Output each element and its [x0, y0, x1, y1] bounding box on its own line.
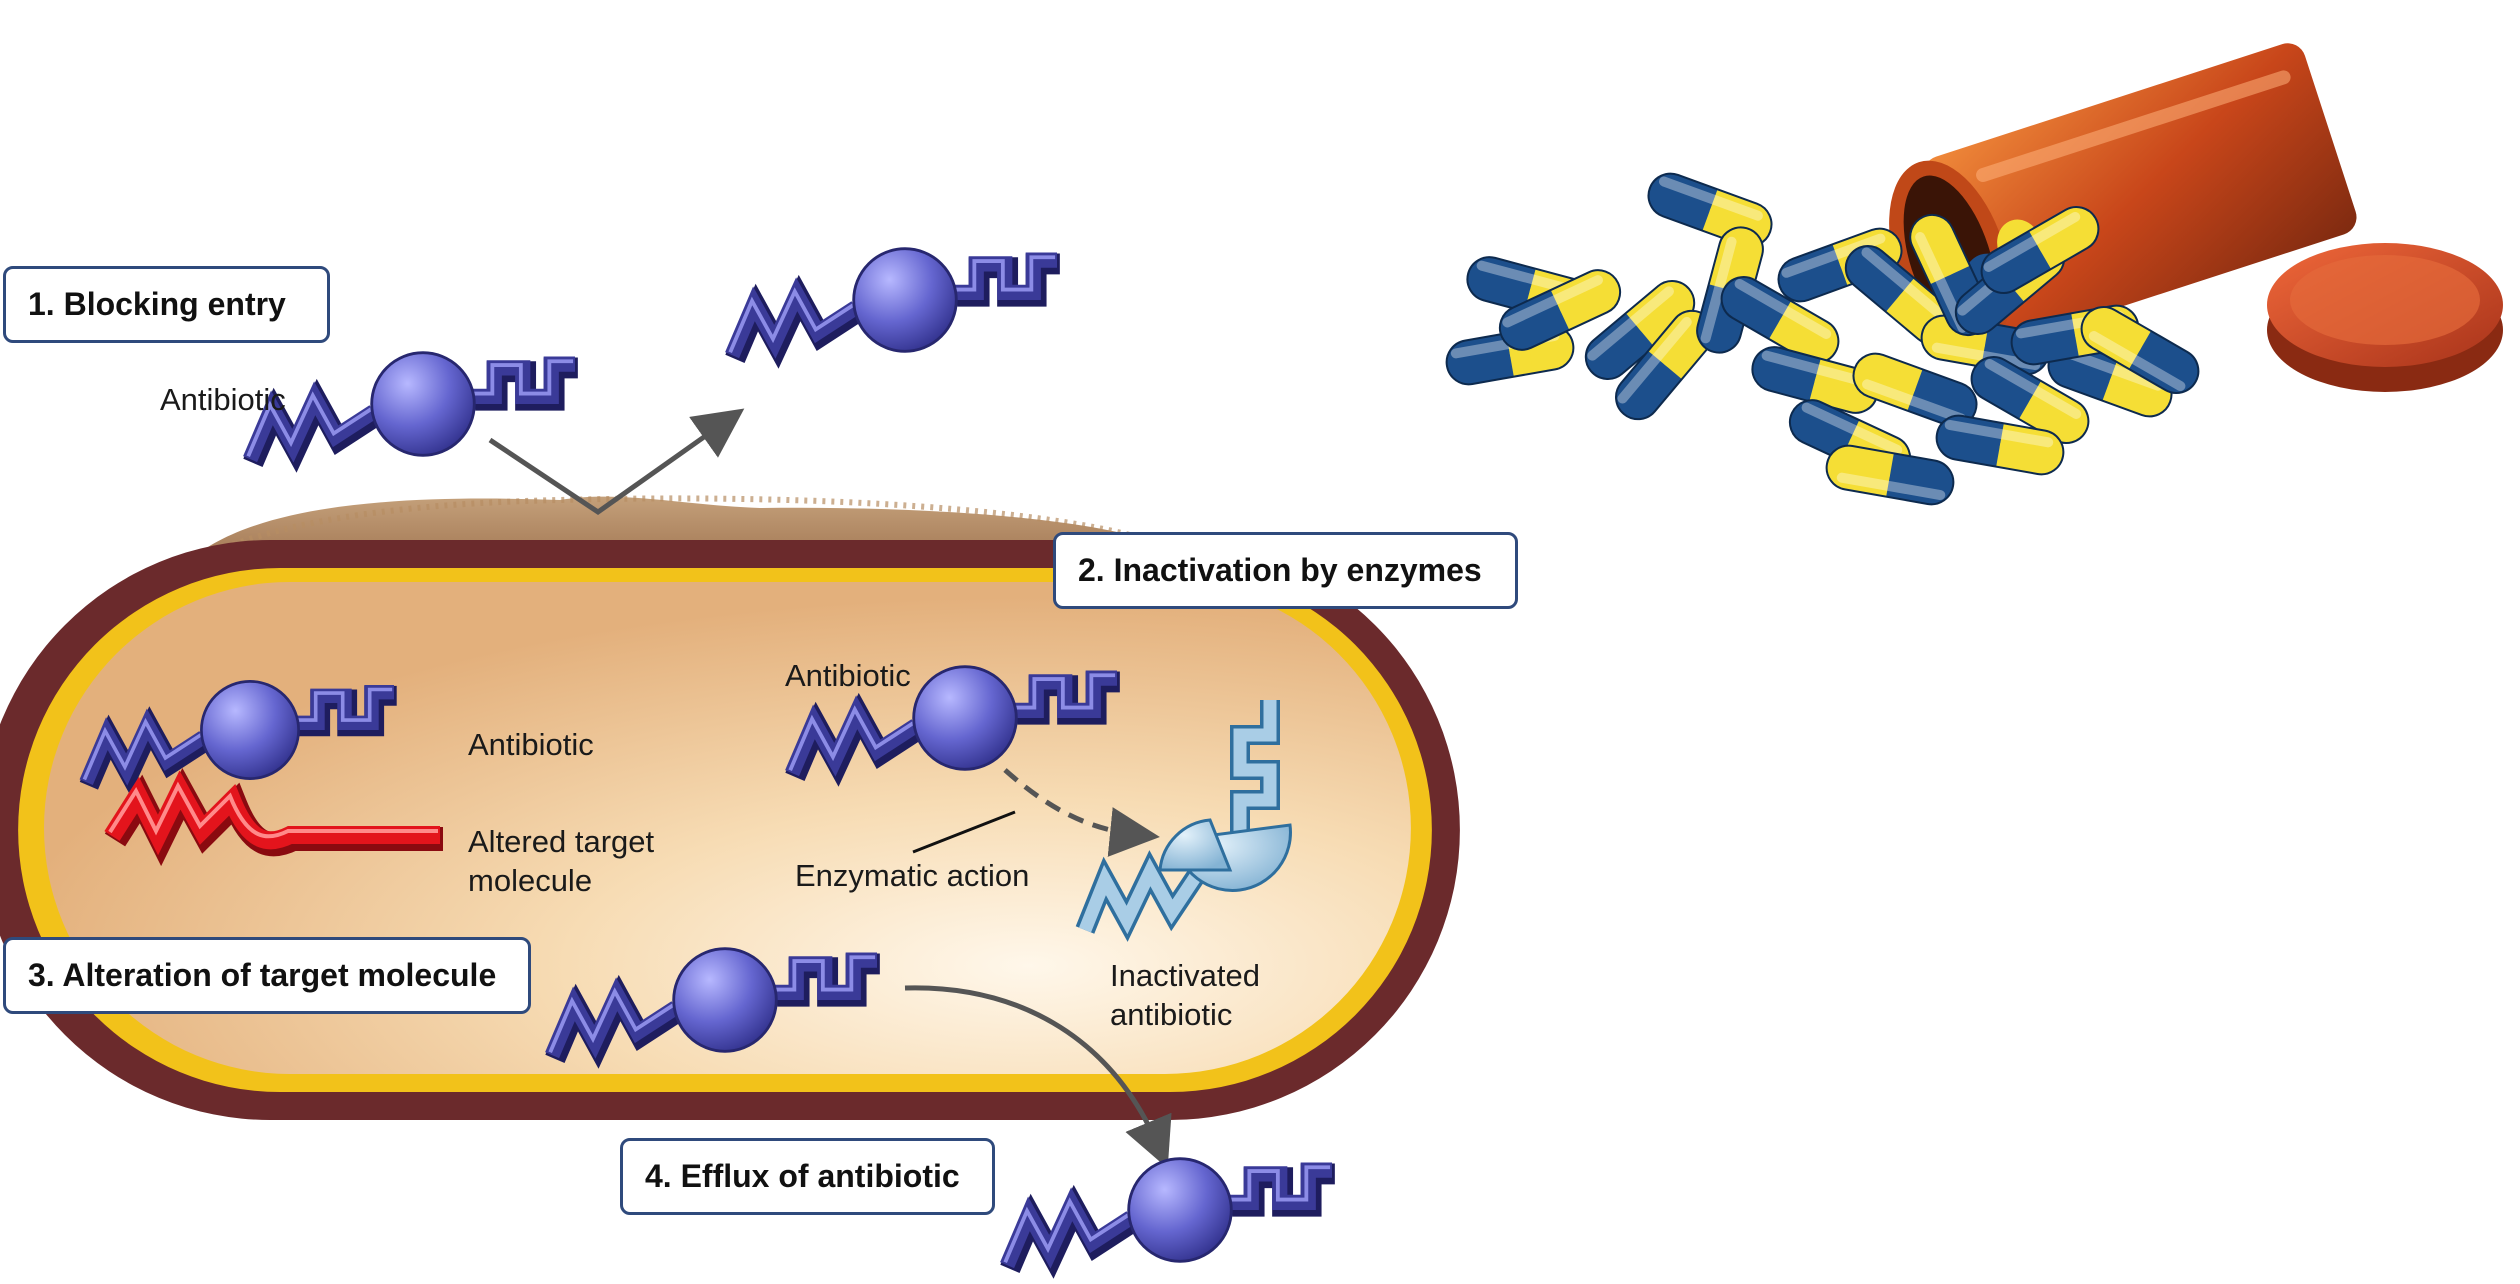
antibiotic-molecule-icon	[248, 353, 578, 463]
pill-capsule-icon	[1822, 441, 1958, 509]
step-1-label: 1. Blocking entry	[3, 266, 330, 343]
efflux-arrow	[904, 985, 1172, 1169]
pills-pile	[1442, 166, 2208, 509]
antibiotic-label-outside: Antibiotic	[160, 382, 286, 417]
deflection-arrow	[488, 408, 745, 516]
step-2-label: 2. Inactivation by enzymes	[1053, 532, 1518, 609]
enzymatic-action-leader	[912, 810, 1016, 854]
inactivated-antibiotic-icon	[1075, 700, 1292, 942]
step-3-label: 3. Alteration of target molecule	[3, 937, 531, 1014]
step-4-label: 4. Efflux of antibiotic	[620, 1138, 995, 1215]
altered-target-label-line1: Altered target	[468, 824, 655, 859]
inactivated-label-line1: Inactivated	[1110, 958, 1260, 993]
antibiotic-molecule-icon	[730, 249, 1060, 359]
antibiotic-label-right: Antibiotic	[785, 658, 911, 693]
antibiotic-molecule-icon	[1005, 1159, 1335, 1269]
inactivated-label-line2: antibiotic	[1110, 997, 1233, 1032]
altered-target-molecule-icon	[104, 767, 443, 867]
altered-target-label-line2: molecule	[468, 863, 593, 898]
enzymatic-action-label: Enzymatic action	[795, 858, 1030, 893]
bottle-cap	[2267, 243, 2503, 392]
antibiotic-label-left: Antibiotic	[468, 727, 594, 762]
enzymatic-arrow	[1003, 768, 1160, 857]
